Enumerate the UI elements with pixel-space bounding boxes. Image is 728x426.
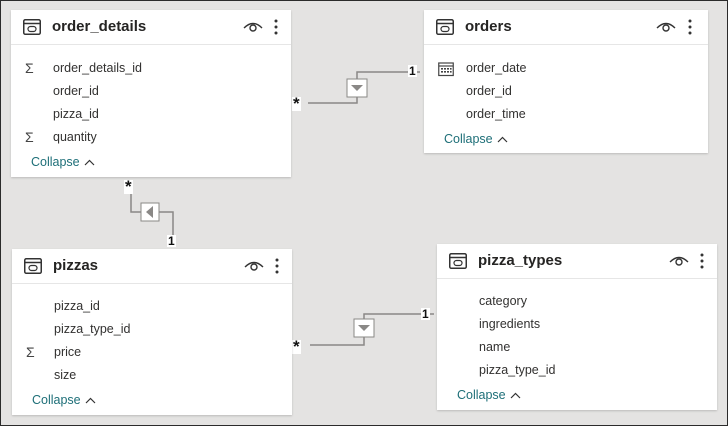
- more-options-icon[interactable]: [274, 258, 280, 274]
- table-icon: [449, 253, 467, 269]
- field-row[interactable]: order_time: [424, 105, 708, 125]
- field-row[interactable]: order_id: [424, 82, 708, 102]
- table-title: pizza_types: [478, 252, 563, 269]
- table-title: order_details: [52, 18, 147, 35]
- table-icon: [24, 258, 42, 274]
- visibility-eye-icon[interactable]: [669, 255, 689, 267]
- field-name: order_date: [466, 61, 527, 75]
- more-options-icon[interactable]: [699, 253, 705, 269]
- field-row[interactable]: order_id: [11, 82, 291, 102]
- cardinality-many-label: *: [292, 94, 301, 113]
- field-row[interactable]: pizza_id: [11, 105, 291, 125]
- collapse-button[interactable]: Collapse: [32, 393, 96, 407]
- field-name: pizza_type_id: [479, 363, 556, 377]
- field-name: price: [54, 345, 82, 359]
- table-icon: [23, 19, 41, 35]
- more-options-icon[interactable]: [687, 19, 693, 35]
- cardinality-one-label: 1: [167, 234, 176, 248]
- collapse-label: Collapse: [32, 393, 81, 407]
- table-card-order-details[interactable]: order_details Σ order_details_id order_i…: [11, 10, 291, 177]
- collapse-label: Collapse: [444, 132, 493, 146]
- visibility-eye-icon[interactable]: [243, 21, 263, 33]
- table-card-pizza-types[interactable]: pizza_types category ingredients name pi…: [437, 244, 717, 410]
- visibility-eye-icon[interactable]: [244, 260, 264, 272]
- chevron-up-icon: [497, 136, 508, 143]
- sigma-icon: Σ: [26, 344, 35, 360]
- field-name: ingredients: [479, 317, 541, 331]
- field-row[interactable]: pizza_type_id: [12, 320, 292, 340]
- field-row[interactable]: Σ price: [12, 343, 292, 363]
- filter-arrow-down-icon: [358, 325, 370, 331]
- cardinality-many-label: *: [124, 177, 133, 196]
- chevron-up-icon: [85, 397, 96, 404]
- field-name: order_time: [466, 107, 526, 121]
- collapse-label: Collapse: [31, 155, 80, 169]
- field-row[interactable]: Σ order_details_id: [11, 59, 291, 79]
- table-header[interactable]: pizza_types: [437, 244, 717, 279]
- table-card-orders[interactable]: orders order_date order_id: [424, 10, 708, 153]
- field-row[interactable]: name: [437, 338, 717, 358]
- filter-arrow-left-icon: [146, 206, 153, 218]
- field-name: category: [479, 294, 527, 308]
- field-row[interactable]: category: [437, 292, 717, 312]
- table-header[interactable]: orders: [424, 10, 708, 45]
- field-name: quantity: [53, 130, 97, 144]
- field-row[interactable]: pizza_type_id: [437, 361, 717, 381]
- field-row[interactable]: pizza_id: [12, 297, 292, 317]
- cardinality-one-label: 1: [408, 64, 417, 78]
- field-name: pizza_type_id: [54, 322, 131, 336]
- table-title: pizzas: [53, 257, 99, 274]
- filter-arrow-down-icon: [351, 85, 363, 91]
- cardinality-many-label: *: [292, 337, 301, 356]
- cardinality-one-label: 1: [421, 307, 430, 321]
- field-name: order_id: [466, 84, 512, 98]
- field-name: pizza_id: [53, 107, 99, 121]
- field-row[interactable]: Σ quantity: [11, 128, 291, 148]
- field-row[interactable]: ingredients: [437, 315, 717, 335]
- chevron-up-icon: [510, 392, 521, 399]
- sigma-icon: Σ: [25, 60, 34, 76]
- collapse-button[interactable]: Collapse: [444, 132, 508, 146]
- field-name: order_details_id: [53, 61, 142, 75]
- table-card-pizzas[interactable]: pizzas pizza_id pizza_type_id Σ price si…: [12, 249, 292, 415]
- table-title: orders: [465, 18, 512, 35]
- sigma-icon: Σ: [25, 129, 34, 145]
- more-options-icon[interactable]: [273, 19, 279, 35]
- field-name: size: [54, 368, 77, 382]
- table-icon: [436, 19, 454, 35]
- field-name: pizza_id: [54, 299, 100, 313]
- collapse-button[interactable]: Collapse: [31, 155, 95, 169]
- visibility-eye-icon[interactable]: [656, 21, 676, 33]
- field-row[interactable]: order_date: [424, 59, 708, 79]
- chevron-up-icon: [84, 159, 95, 166]
- field-row[interactable]: size: [12, 366, 292, 386]
- calendar-icon: [438, 62, 454, 77]
- collapse-button[interactable]: Collapse: [457, 388, 521, 402]
- table-header[interactable]: order_details: [11, 10, 291, 45]
- collapse-label: Collapse: [457, 388, 506, 402]
- table-header[interactable]: pizzas: [12, 249, 292, 284]
- field-name: name: [479, 340, 511, 354]
- field-name: order_id: [53, 84, 99, 98]
